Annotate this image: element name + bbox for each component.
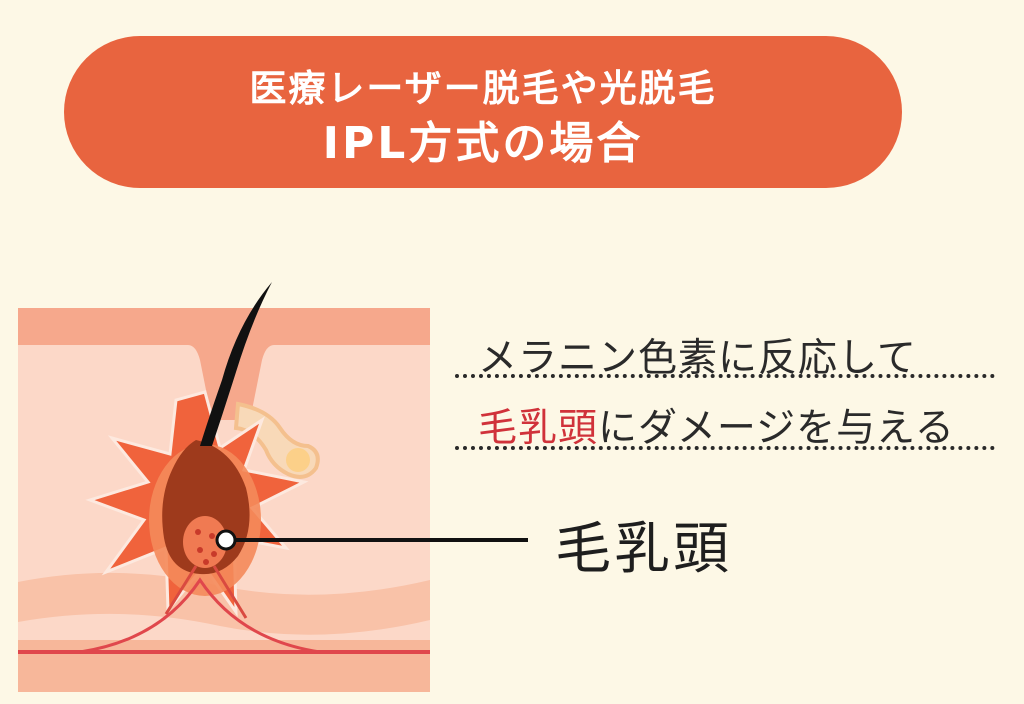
papilla-dot-4 <box>211 551 217 557</box>
leader-point <box>215 529 237 551</box>
caption-rest: にダメージを与える <box>598 406 955 451</box>
dermal-papilla-label: 毛乳頭 <box>555 517 732 582</box>
papilla-root <box>164 565 248 619</box>
vessel-curve <box>79 577 321 654</box>
caption-line-2: 毛乳頭にダメージを与える <box>478 397 1018 453</box>
subcutaneous-band-2 <box>18 640 430 692</box>
title-line-1: 医療レーザー脱毛や光脱毛 <box>249 67 717 110</box>
papilla-dot-5 <box>203 559 209 565</box>
caption-highlight: 毛乳頭 <box>478 406 599 451</box>
papilla-dot-2 <box>209 533 215 539</box>
dotted-divider-2 <box>455 446 995 450</box>
caption-line-1: メラニン色素に反応して <box>478 336 917 381</box>
papilla-dot-1 <box>195 529 201 535</box>
sebaceous-gland-core <box>286 448 310 472</box>
papilla-dot-3 <box>197 547 203 553</box>
subcutaneous-band-1 <box>18 572 430 635</box>
title-banner: 医療レーザー脱毛や光脱毛 IPL方式の場合 <box>64 36 902 188</box>
title-line-2: IPL方式の場合 <box>322 118 644 169</box>
hair-shaft <box>200 282 272 446</box>
dotted-divider-1 <box>455 374 995 378</box>
